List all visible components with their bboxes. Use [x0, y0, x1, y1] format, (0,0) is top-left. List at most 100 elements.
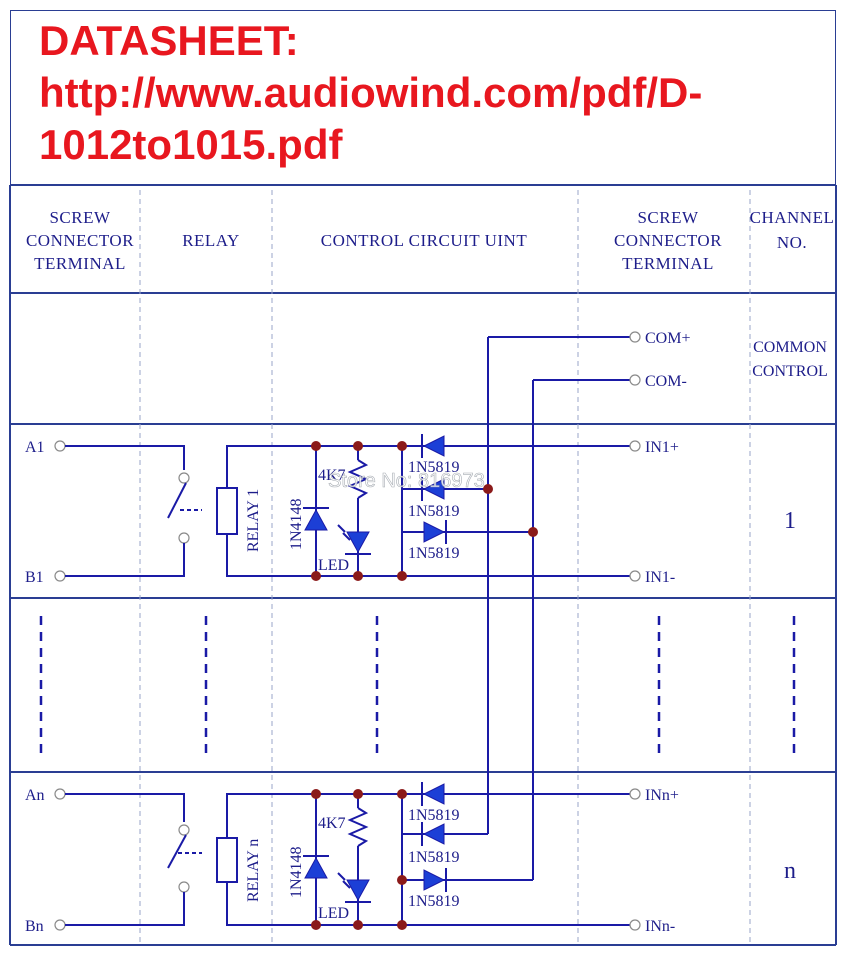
junction-node: [353, 920, 363, 930]
schottky-label: 1N5819: [408, 893, 460, 910]
relay-contact-wire: [65, 445, 185, 470]
relay-switch-blade: [167, 834, 187, 869]
junction-node: [353, 571, 363, 581]
channel-number: 1: [784, 508, 796, 534]
junction-node: [311, 920, 321, 930]
junction-node: [311, 789, 321, 799]
in1-plus-label: IN1+: [645, 439, 679, 456]
terminal-an-label: An: [25, 787, 45, 804]
relay-contact-pin: [178, 472, 190, 484]
inn-plus-label: INn+: [645, 787, 679, 804]
resistor-4k7: [347, 459, 369, 499]
relay-contact-pin: [178, 824, 190, 836]
led-label: LED: [318, 905, 349, 922]
terminal-bn: [54, 919, 66, 931]
datasheet-url[interactable]: http://www.audiowind.com/pdf/D-: [39, 69, 703, 116]
resistor-label: 4K7: [318, 467, 346, 484]
led-emission-arrow: [342, 532, 351, 541]
datasheet-header: DATASHEET: http://www.audiowind.com/pdf/…: [10, 10, 836, 185]
channel-number: n: [784, 858, 796, 884]
indicator-led: [346, 879, 370, 902]
indicator-led: [346, 531, 370, 554]
col-heading-control: CONTROL CIRCUIT UINT: [321, 231, 528, 250]
junction-node: [353, 441, 363, 451]
com-plus-terminal: [629, 331, 641, 343]
relay-switch-blade: [167, 482, 187, 519]
junction-node: [483, 484, 493, 494]
diode-1n4148-label: 1N4148: [288, 498, 305, 550]
schottky-label: 1N5819: [408, 545, 460, 562]
junction-node: [311, 441, 321, 451]
junction-node: [397, 920, 407, 930]
junction-node: [397, 441, 407, 451]
schottky-diode-1: [422, 783, 445, 805]
junction-node: [528, 527, 538, 537]
resistor-label: 4K7: [318, 815, 346, 832]
col-heading-screw-left: SCREW: [49, 208, 111, 227]
col-heading-screw-right: TERMINAL: [622, 254, 714, 273]
led-emission-arrow: [342, 880, 351, 889]
relay-contact-wire: [65, 793, 185, 822]
flyback-diode: [304, 856, 328, 879]
schottky-label: 1N5819: [408, 849, 460, 866]
col-heading-channel: CHANNEL: [750, 208, 835, 227]
schottky-diode-2: [422, 823, 445, 845]
junction-node: [397, 789, 407, 799]
led-label: LED: [318, 557, 349, 574]
inn-minus-label: INn-: [645, 918, 675, 935]
in1-minus-label: IN1-: [645, 569, 675, 586]
col-heading-screw-right: CONNECTOR: [614, 231, 722, 250]
terminal-inn-plus: [629, 788, 641, 800]
channel-n-circuit: An Bn RELAY n 1N4148 4K7 LED 1N5819: [25, 782, 796, 935]
schottky-diode-1: [422, 435, 445, 457]
relay-1-label: RELAY 1: [245, 489, 262, 552]
relay-n-label: RELAY n: [245, 839, 262, 902]
terminal-bn-label: Bn: [25, 918, 44, 935]
terminal-in1-minus: [629, 570, 641, 582]
col-heading-channel: NO.: [777, 233, 807, 252]
relay-contact-wire: [65, 543, 185, 577]
coil-bottom-wire: [226, 534, 402, 577]
datasheet-url-filename[interactable]: 1012to1015.pdf: [39, 121, 343, 168]
terminal-an: [54, 788, 66, 800]
relay-contact-pin: [178, 881, 190, 893]
channel-1-circuit: A1 B1 RELAY 1 1N4148 4K7 LED 1N5819: [25, 434, 796, 586]
com-minus-label: COM-: [645, 373, 687, 390]
terminal-inn-minus: [629, 919, 641, 931]
junction-node: [397, 875, 407, 885]
datasheet-title: DATASHEET:: [39, 17, 299, 64]
relay-coil: [216, 837, 238, 883]
junction-node: [311, 571, 321, 581]
terminal-b1: [54, 570, 66, 582]
terminal-a1: [54, 440, 66, 452]
coil-top-wire: [226, 445, 402, 488]
terminal-in1-plus: [629, 440, 641, 452]
schottky-diode-2: [422, 478, 445, 500]
store-watermark: Store No: 816973: [328, 470, 485, 492]
col-heading-screw-left: CONNECTOR: [26, 231, 134, 250]
flyback-diode: [304, 508, 328, 531]
schottky-label: 1N5819: [408, 503, 460, 520]
col-heading-screw-left: TERMINAL: [34, 254, 126, 273]
coil-top-wire: [226, 793, 402, 838]
col-heading-relay: RELAY: [182, 231, 240, 250]
schottky-label: 1N5819: [408, 807, 460, 824]
led-emission-arrow: [337, 872, 346, 881]
common-control-label: COMMON: [753, 339, 827, 356]
coil-bottom-wire: [226, 882, 402, 926]
schottky-diode-3: [423, 869, 446, 891]
diode-1n4148-label: 1N4148: [288, 846, 305, 898]
com-minus-terminal: [629, 374, 641, 386]
schottky-label: 1N5819: [408, 459, 460, 476]
junction-node: [397, 571, 407, 581]
com-plus-label: COM+: [645, 330, 690, 347]
led-emission-arrow: [337, 524, 346, 533]
relay-contact-wire: [65, 892, 185, 926]
col-heading-screw-right: SCREW: [637, 208, 699, 227]
terminal-b1-label: B1: [25, 569, 44, 586]
terminal-a1-label: A1: [25, 439, 45, 456]
relay-contact-pin: [178, 532, 190, 544]
schottky-diode-3: [423, 521, 446, 543]
resistor-4k7: [347, 807, 369, 847]
